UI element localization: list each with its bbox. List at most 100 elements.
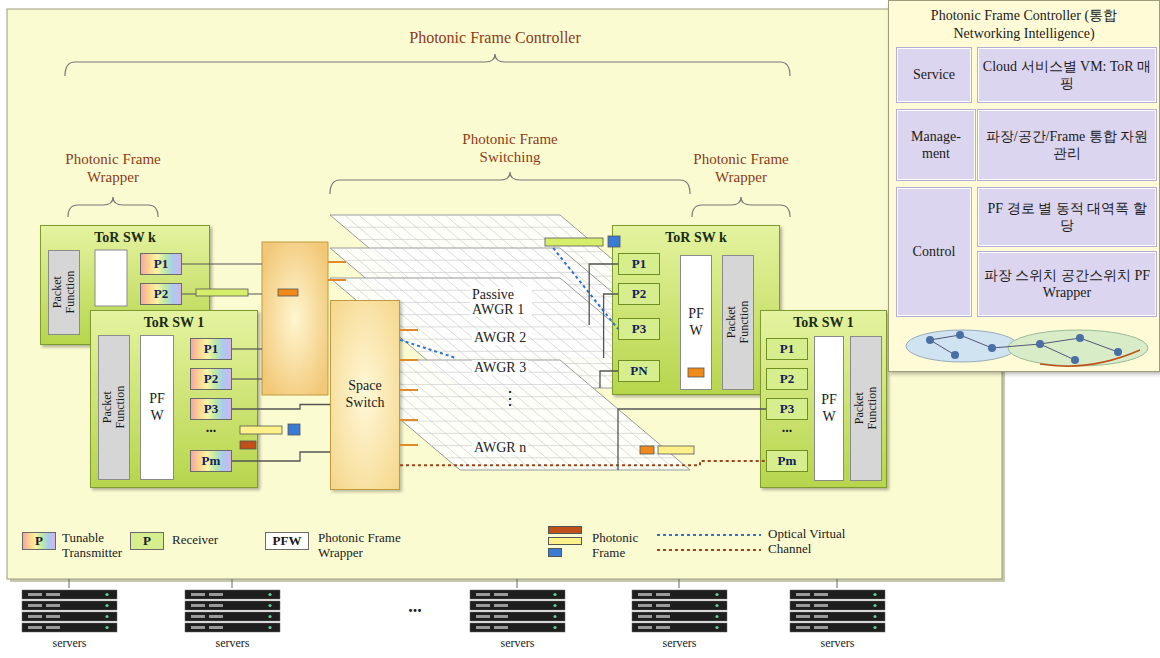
label-slot: ... <box>766 420 808 437</box>
drive-bay <box>209 626 223 629</box>
function-box: 파장 스위치 공간스위치 PF Wrapper <box>978 252 1156 316</box>
rect-shape <box>196 289 248 296</box>
label-slot: ⋮ <box>495 388 525 410</box>
legend-text: Photonic Frame <box>592 531 654 561</box>
label-slot: ... <box>190 420 232 437</box>
server-unit <box>632 590 727 599</box>
node-text: PF W <box>147 391 167 425</box>
label-slot: servers <box>185 636 280 650</box>
rect-shape <box>608 236 620 247</box>
rect-shape <box>278 289 298 296</box>
fiber-connector <box>400 461 766 465</box>
blank-module <box>95 250 127 306</box>
line-shape <box>930 335 960 340</box>
fiber-connector <box>589 264 618 325</box>
status-led <box>873 626 876 629</box>
drive-bay <box>46 593 60 596</box>
circle-shape <box>926 336 934 344</box>
server-unit <box>185 590 280 599</box>
status-led <box>873 593 876 596</box>
line-shape <box>400 444 418 446</box>
receiver: P1 <box>618 253 660 275</box>
swatch-letter: PFW <box>265 532 309 550</box>
drive-bay <box>191 626 205 629</box>
legend-slot: Receiver <box>172 533 252 548</box>
node-text: ToR SW 1 <box>761 311 886 331</box>
drive-bay <box>191 604 205 607</box>
rect-shape <box>288 424 300 435</box>
frame-wrapper: PF W <box>140 335 174 480</box>
node-text: P1 <box>154 256 168 272</box>
node-text: P2 <box>780 371 794 387</box>
status-led <box>105 593 108 596</box>
line-shape <box>388 326 618 327</box>
legend-text: Photonic Frame Wrapper <box>318 531 428 561</box>
node-text: P1 <box>204 341 218 357</box>
node-text: Photonic Frame Controller (통합 Networking… <box>924 7 1124 42</box>
drive-bay <box>638 626 652 629</box>
node-text: P2 <box>154 286 168 302</box>
node-text: P2 <box>632 286 646 302</box>
node-text: ToR SW 1 <box>91 311 257 331</box>
wavelength-switch <box>262 242 328 395</box>
status-led <box>715 626 718 629</box>
node-text: PF W <box>686 306 706 340</box>
g-shape <box>926 331 1122 364</box>
status-led <box>715 593 718 596</box>
line-shape <box>232 579 233 588</box>
swatch-letter: P <box>22 532 56 550</box>
server-unit <box>790 601 885 610</box>
function-box: Cloud 서비스별 VM: ToR 매핑 <box>978 48 1156 102</box>
receiver: Pm <box>766 450 808 472</box>
rect-shape <box>545 238 603 246</box>
line-shape <box>679 579 680 588</box>
drive-bay <box>476 615 490 618</box>
frame-wrapper: PF W <box>680 255 712 390</box>
line-shape <box>400 329 418 331</box>
fiber-connector <box>618 409 766 470</box>
photonic-frames <box>196 236 704 454</box>
line-shape <box>930 340 955 355</box>
server-unit <box>470 590 565 599</box>
line-shape <box>546 360 676 470</box>
drive-bay <box>796 615 810 618</box>
label-slot: Photonic Frame Wrapper <box>53 150 173 186</box>
server-unit <box>22 623 117 632</box>
node-text: 파장 스위치 공간스위치 PF Wrapper <box>979 267 1155 302</box>
frame-wrapper: PF W <box>814 336 844 481</box>
server-unit <box>790 590 885 599</box>
status-led <box>268 615 271 618</box>
line-shape <box>960 335 992 348</box>
node-text: PN <box>630 363 647 379</box>
line-shape <box>359 239 589 240</box>
drive-bay <box>46 604 60 607</box>
line-shape <box>446 457 676 458</box>
node-text: 파장/공간/Frame 통합 자원 관리 <box>979 128 1155 163</box>
ellipsis: ... <box>766 420 808 437</box>
drive-bay <box>656 615 670 618</box>
drive-bay <box>656 593 670 596</box>
packet-function: Packet Function <box>850 336 882 481</box>
node-text: Cloud 서비스별 VM: ToR 매핑 <box>979 58 1155 93</box>
server-unit <box>185 612 280 621</box>
frame-sample <box>548 537 582 545</box>
circle-shape <box>951 351 959 359</box>
line-shape <box>531 360 661 470</box>
drive-bay <box>796 604 810 607</box>
drive-bay <box>656 604 670 607</box>
server-label: servers <box>22 636 117 650</box>
layer-name: Control <box>897 188 971 316</box>
legend-text: Optical Virtual Channel <box>768 527 878 557</box>
rect-shape <box>658 446 694 454</box>
line-shape <box>373 396 603 397</box>
server-racks <box>22 590 885 632</box>
line-shape <box>359 272 589 273</box>
fiber-connector <box>604 294 618 358</box>
drive-bay <box>814 626 828 629</box>
drive-bay <box>814 604 828 607</box>
receiver: P3 <box>618 318 660 340</box>
node-text: P3 <box>780 401 794 417</box>
node-text: AWGR 3 <box>472 360 528 375</box>
drive-bay <box>476 593 490 596</box>
status-led <box>268 604 271 607</box>
